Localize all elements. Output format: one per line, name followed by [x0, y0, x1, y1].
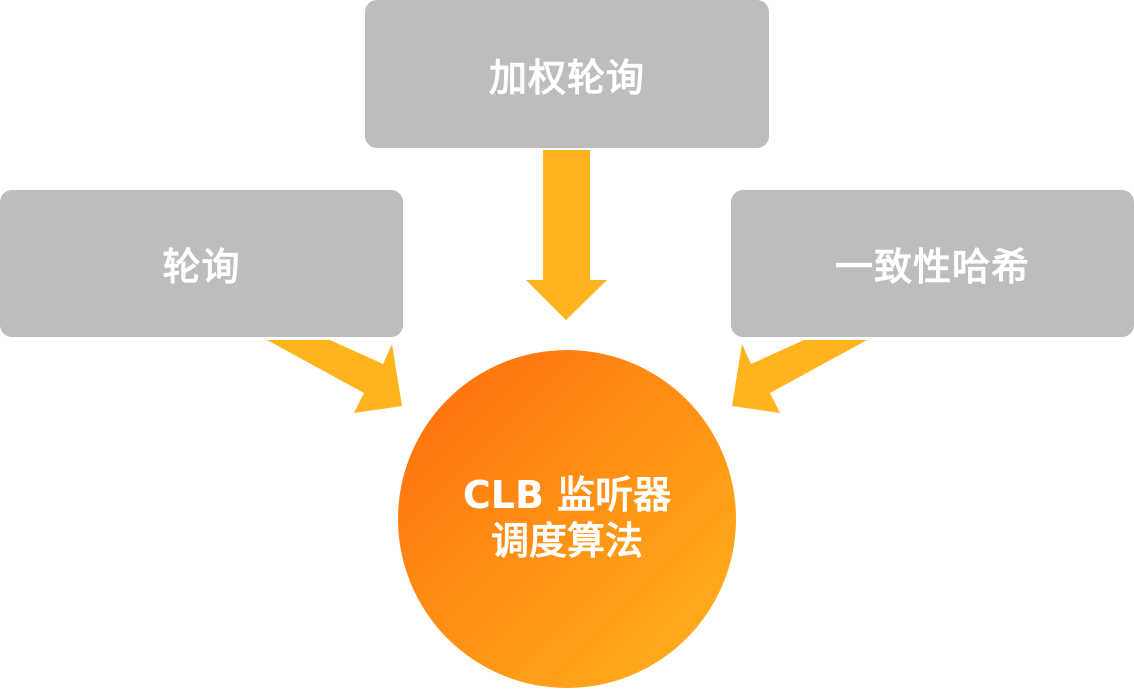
center-node-clb-scheduling: CLB 监听器 调度算法 [398, 350, 736, 688]
center-label-line2: 调度算法 [490, 519, 643, 563]
node-label: 一致性哈希 [834, 245, 1030, 289]
node-consistent-hash: 一致性哈希 [731, 190, 1134, 337]
node-round-robin: 轮询 [0, 190, 403, 337]
node-label: 轮询 [162, 245, 241, 289]
node-label: 加权轮询 [488, 55, 645, 100]
arrow-left-to-center [267, 340, 402, 413]
node-weighted-round-robin: 加权轮询 [365, 0, 769, 148]
center-label-line1: CLB 监听器 [462, 473, 672, 518]
arrow-right-to-center [732, 340, 867, 413]
arrow-top-to-center [526, 150, 607, 320]
